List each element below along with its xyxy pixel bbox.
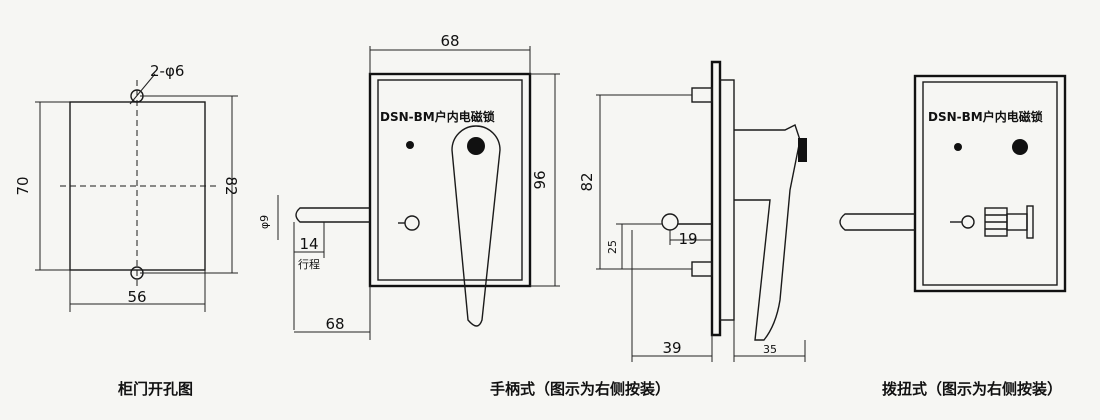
indicator-light: [406, 141, 414, 149]
handle-grip: [798, 138, 807, 162]
knob-lock-plate: [913, 74, 1067, 293]
knob-keyhole-icon: [961, 215, 975, 229]
dim-plate-height: 96: [531, 170, 549, 189]
nut-bottom: [691, 261, 713, 277]
dim-hole-spacing: 82: [222, 176, 240, 195]
door-panel: [710, 60, 722, 337]
dim-height: 70: [14, 176, 32, 195]
handle-type-front-view: DSN-BM户内电磁锁 68 96 φ9 14 行程 68: [258, 32, 560, 340]
dim-stroke: 14: [299, 235, 318, 253]
door-cutout-view: 2-φ6 70 82 56: [14, 62, 240, 312]
caption-handle-type: 手柄式（图示为右侧按装）: [490, 380, 670, 398]
keyhole-icon: [404, 215, 420, 231]
dim-depth: 39: [662, 339, 681, 357]
plate-label: DSN-BM户内电磁锁: [380, 109, 495, 124]
dim-side-height: 82: [578, 172, 596, 191]
dim-width: 56: [127, 288, 146, 306]
caption-knob-type: 拨扭式（图示为右侧按装）: [882, 380, 1062, 398]
stroke-label: 行程: [298, 258, 320, 271]
handle-lever: [451, 125, 501, 327]
lock-body-side: [719, 79, 735, 321]
lock-cylinder: [661, 213, 679, 231]
handle-pivot: [467, 137, 485, 155]
knob-plate-label: DSN-BM户内电磁锁: [928, 109, 1043, 124]
knob-indicator-large: [1012, 139, 1028, 155]
lock-plate: [368, 72, 532, 288]
dim-bolt-dia: φ9: [258, 215, 271, 229]
dim-bolt: 19: [678, 230, 697, 248]
handle-side: [734, 124, 801, 341]
dim-holes: 2-φ6: [150, 62, 184, 80]
dim-handle-depth: 35: [763, 343, 777, 356]
knob-indicator-light: [954, 143, 962, 151]
dim-low: 25: [606, 240, 619, 254]
side-view: 82 25 19 39 35: [578, 60, 807, 362]
dim-offset: 68: [325, 315, 344, 333]
lock-bolt: [295, 207, 370, 223]
nut-top: [691, 87, 713, 103]
caption-cutout: 柜门开孔图: [117, 380, 193, 398]
knob-lock-bolt: [839, 213, 915, 231]
dim-plate-width: 68: [440, 32, 459, 50]
knob-type-front-view: DSN-BM户内电磁锁: [839, 74, 1067, 293]
